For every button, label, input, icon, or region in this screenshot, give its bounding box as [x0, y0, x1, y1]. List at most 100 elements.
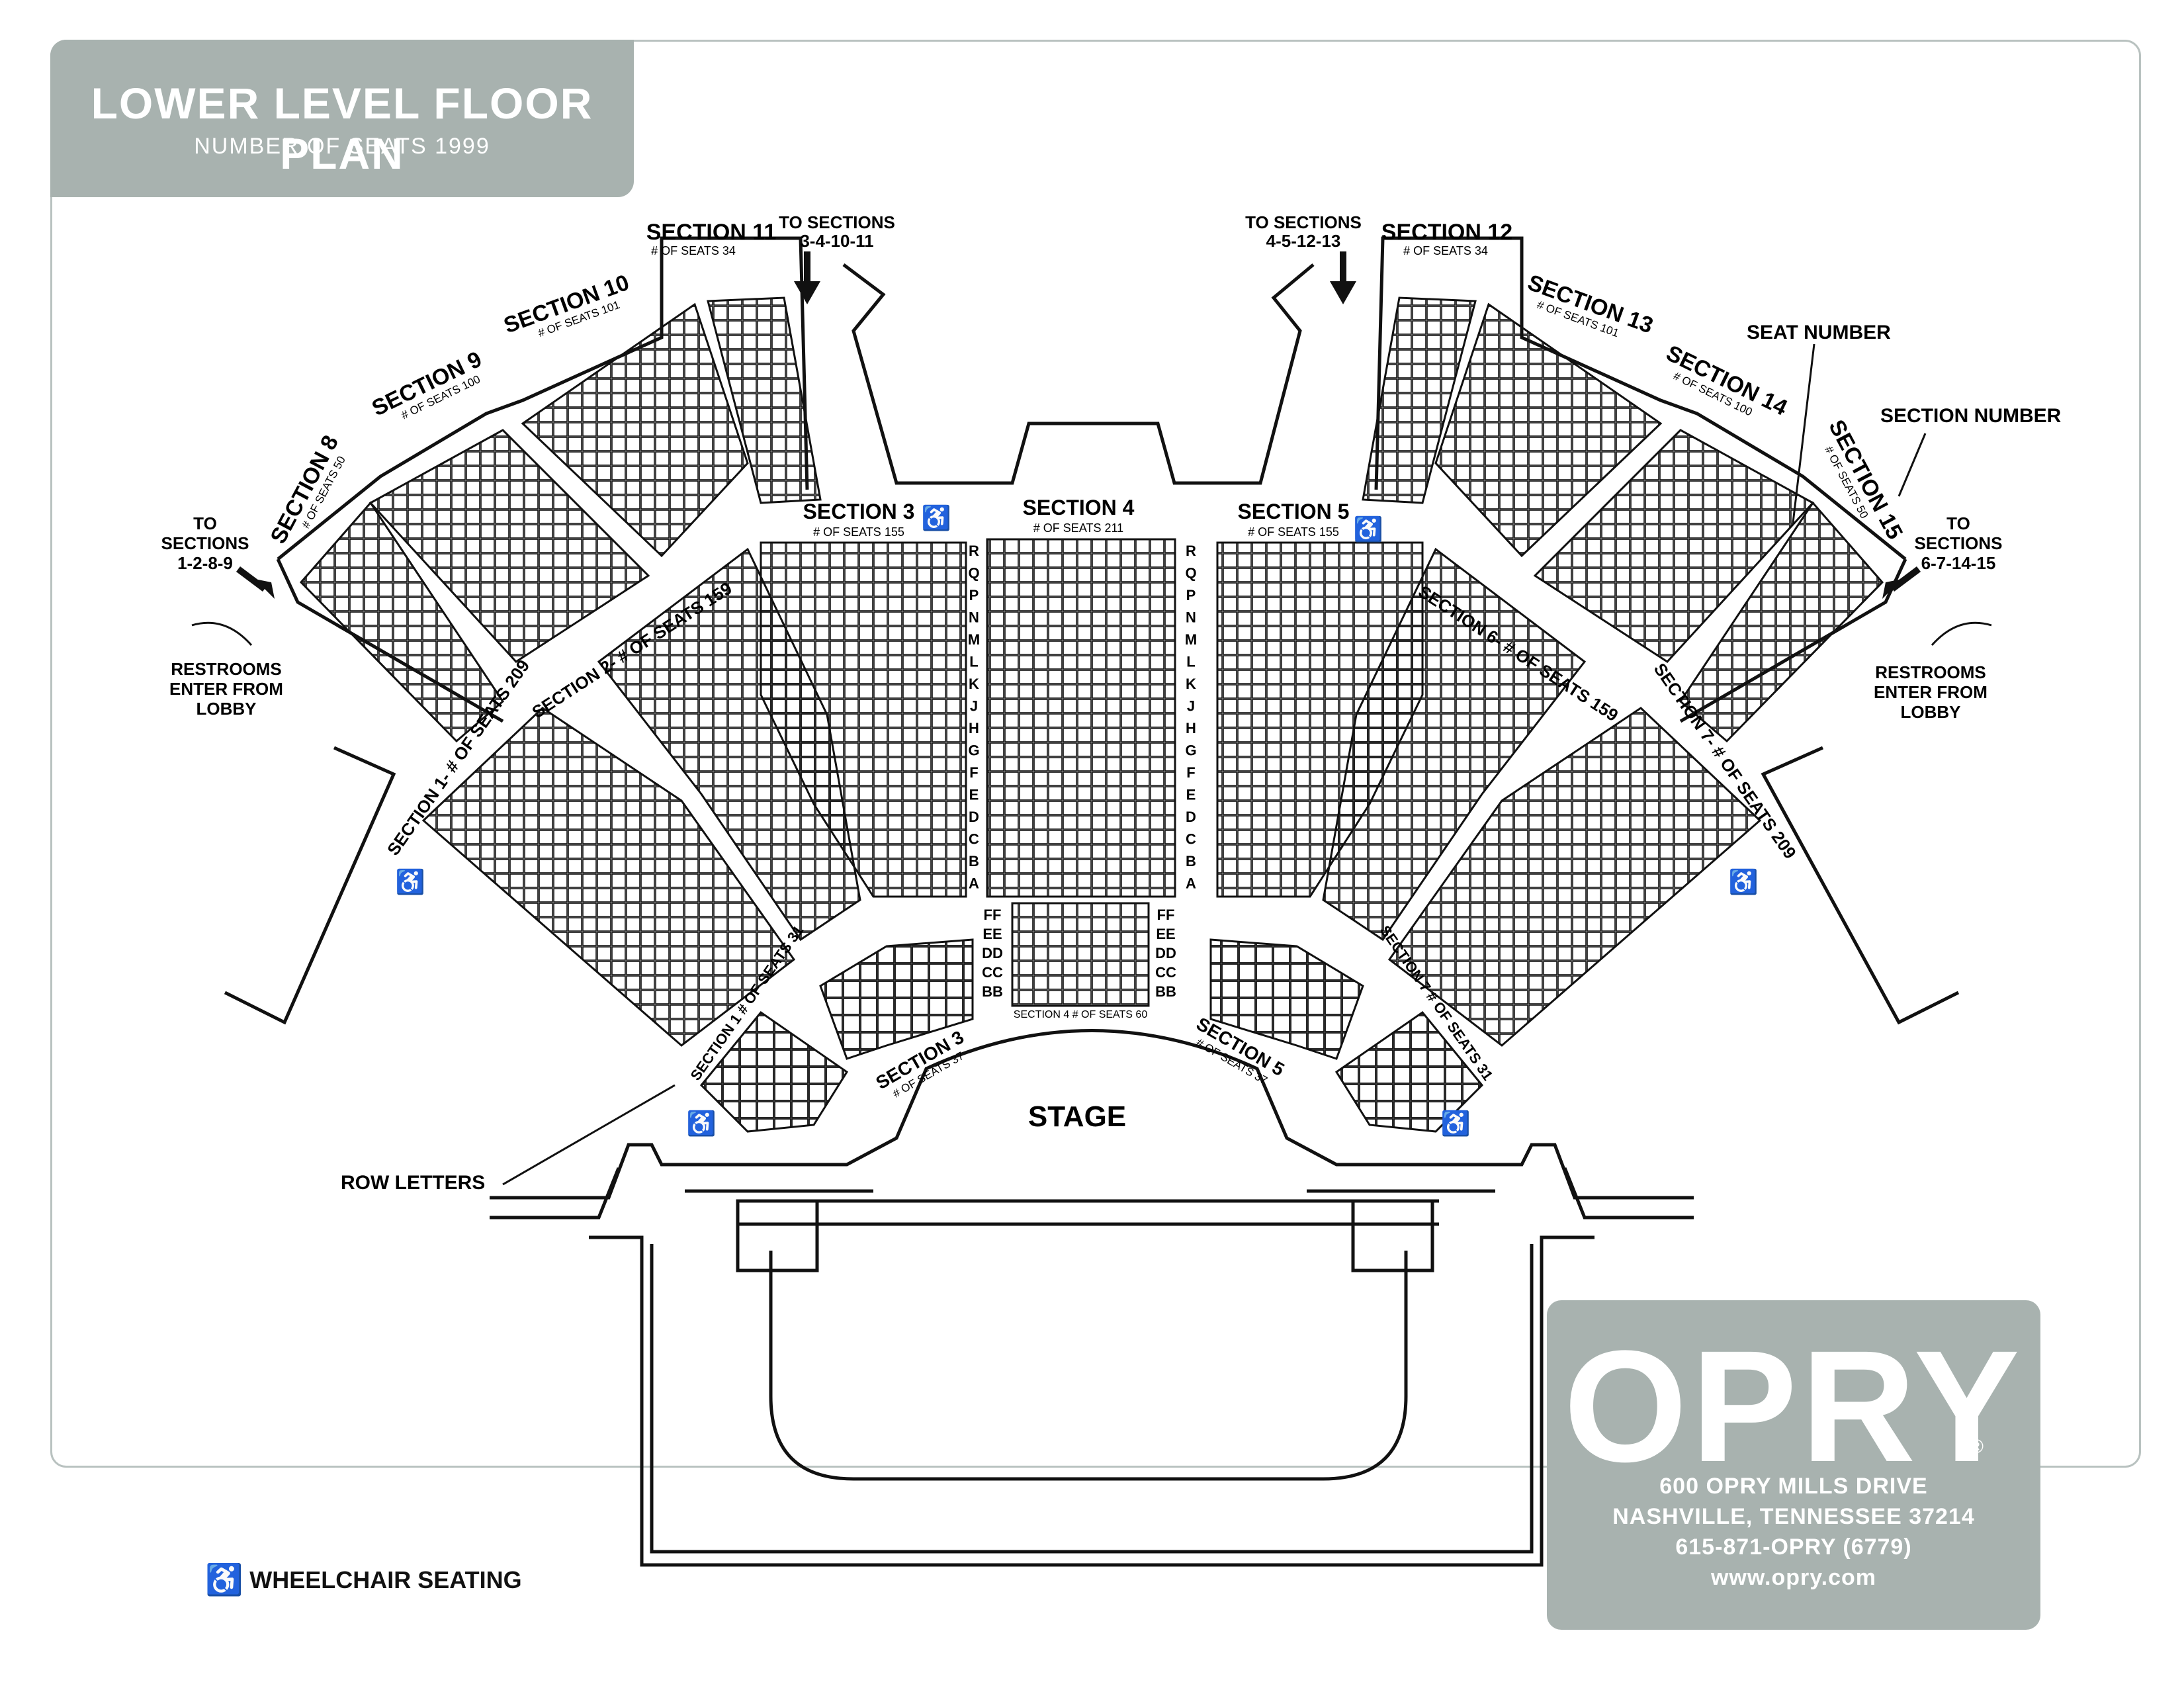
- section-7-seats: [1387, 707, 1762, 1047]
- section-11-name: SECTION 11: [646, 220, 777, 245]
- section-11-seats: # OF SEATS 34: [651, 244, 736, 257]
- section-3-front-seats: [819, 938, 974, 1060]
- wheelchair-icon: ♿: [687, 1110, 717, 1137]
- front-row-letter-right-cc: CC: [1155, 964, 1176, 981]
- restrooms-right-line2: ENTER FROM: [1874, 682, 1987, 702]
- to-sections-1-2-8-9-line3: 1-2-8-9: [177, 553, 233, 573]
- row-letter-left-b: B: [969, 853, 979, 869]
- restrooms-left-line1: RESTROOMS: [171, 659, 282, 679]
- section-3-seats: # OF SEATS 155: [813, 525, 904, 539]
- section-5-seats: # OF SEATS 155: [1248, 525, 1339, 539]
- front-row-letter-right-bb: BB: [1155, 983, 1176, 1000]
- row-letter-left-d: D: [969, 809, 979, 825]
- row-letter-right-a: A: [1186, 875, 1196, 892]
- row-letter-left-k: K: [969, 676, 979, 692]
- section-12-seats: [1362, 296, 1477, 504]
- row-letter-right-g: G: [1185, 742, 1196, 759]
- to-sections-3-4-10-11-line1: TO SECTIONS: [779, 212, 895, 232]
- wheelchair-icons: ♿ ♿ ♿ ♿ ♿ ♿: [396, 504, 1759, 1137]
- front-row-letter-left-ff: FF: [984, 907, 1002, 923]
- registered-mark: ®: [1968, 1436, 1984, 1458]
- row-letter-left-e: E: [969, 787, 979, 803]
- building-walls: [224, 236, 1960, 1567]
- front-row-letter-right-ee: EE: [1156, 926, 1175, 942]
- wheelchair-icon: ♿: [1729, 868, 1759, 895]
- to-sections-1-2-8-9-line1: TO: [193, 513, 217, 533]
- row-letter-left-j: J: [970, 698, 978, 715]
- page-subtitle: NUMBER OF SEATS 1999: [194, 134, 490, 159]
- row-letter-right-b: B: [1186, 853, 1196, 869]
- row-letter-right-f: F: [1186, 764, 1195, 781]
- front-row-letter-left-ee: EE: [983, 926, 1002, 942]
- section-4-seats: # OF SEATS 211: [1033, 521, 1123, 535]
- row-letter-right-j: J: [1187, 698, 1195, 715]
- front-row-letter-left-cc: CC: [982, 964, 1003, 981]
- row-letters-callout: ROW LETTERS: [341, 1172, 485, 1194]
- row-letter-left-f: F: [969, 764, 978, 781]
- section-1-front-seats: [699, 1010, 849, 1133]
- section-8-seats: [299, 501, 504, 743]
- front-row-letter-right-dd: DD: [1155, 945, 1176, 961]
- section-4-front-label: SECTION 4 # OF SEATS 60: [1014, 1009, 1148, 1020]
- to-sections-4-5-12-13-line2: 4-5-12-13: [1266, 231, 1341, 251]
- wheelchair-icon: ♿: [1354, 515, 1383, 543]
- row-letter-left-a: A: [969, 875, 979, 892]
- legend-wheelchair-label: WHEELCHAIR SEATING: [249, 1566, 522, 1593]
- callouts: ROW LETTERS SEAT NUMBER SECTION NUMBER: [341, 322, 2062, 1194]
- front-row-letter-left-dd: DD: [982, 945, 1003, 961]
- section-4-front-seats: [1011, 902, 1150, 1007]
- row-letter-left-p: P: [969, 587, 979, 603]
- to-sections-4-5-12-13-line1: TO SECTIONS: [1245, 212, 1362, 232]
- section-14-seats: [1533, 429, 1815, 663]
- wheelchair-icon: ♿: [1441, 1110, 1471, 1137]
- wheelchair-icon: ♿: [922, 504, 951, 531]
- brand-website[interactable]: www.opry.com: [1710, 1565, 1877, 1590]
- row-letter-left-h: H: [969, 720, 979, 736]
- restrooms-right-line3: LOBBY: [1901, 702, 1961, 722]
- row-letter-left-g: G: [968, 742, 979, 759]
- section-15-seats: [1679, 501, 1884, 743]
- legend: ♿ WHEELCHAIR SEATING: [205, 1562, 522, 1598]
- section-3-name: SECTION 3: [803, 500, 915, 523]
- restrooms-left-line2: ENTER FROM: [169, 679, 283, 699]
- to-sections-3-4-10-11-line2: 3-4-10-11: [800, 231, 873, 251]
- row-letter-right-d: D: [1186, 809, 1196, 825]
- to-sections-6-7-14-15-line2: SECTIONS: [1915, 533, 2003, 553]
- page-title: LOWER LEVEL FLOOR PLAN: [91, 79, 593, 178]
- title-panel: LOWER LEVEL FLOOR PLAN NUMBER OF SEATS 1…: [50, 40, 634, 197]
- row-letter-right-h: H: [1186, 720, 1196, 736]
- brand-panel: OPRY ® 600 OPRY MILLS DRIVE NASHVILLE, T…: [1547, 1300, 2040, 1630]
- row-letter-left-l: L: [969, 654, 978, 670]
- section-2-seats: [597, 547, 861, 942]
- stage-label: STAGE: [1028, 1100, 1126, 1133]
- section-4-seats: [986, 538, 1176, 898]
- page-frame: [50, 40, 2141, 1468]
- section-1-seats: [421, 707, 796, 1047]
- row-letter-right-m: M: [1185, 631, 1197, 648]
- front-row-letter-right-ff: FF: [1157, 907, 1175, 923]
- row-letter-left-c: C: [969, 831, 979, 848]
- row-letter-right-r: R: [1186, 543, 1196, 559]
- section-12-name: SECTION 12: [1381, 220, 1512, 245]
- row-letter-right-n: N: [1186, 609, 1196, 626]
- brand-address-2: NASHVILLE, TENNESSEE 37214: [1612, 1504, 1975, 1529]
- row-letter-left-m: M: [968, 631, 980, 648]
- restrooms-left-line3: LOBBY: [197, 699, 257, 719]
- to-sections-6-7-14-15-line1: TO: [1946, 513, 1970, 533]
- section-6-seats: [1322, 547, 1587, 942]
- row-letter-right-c: C: [1186, 831, 1196, 848]
- direction-arrows: [236, 251, 1921, 599]
- section-5-name: SECTION 5: [1238, 500, 1350, 523]
- row-letter-left-r: R: [969, 543, 979, 559]
- row-letter-right-q: Q: [1185, 565, 1196, 582]
- row-letter-left-q: Q: [968, 565, 979, 582]
- row-letter-right-l: L: [1186, 654, 1195, 670]
- row-letter-right-k: K: [1186, 676, 1196, 692]
- row-letter-left-n: N: [969, 609, 979, 626]
- brand-address-1: 600 OPRY MILLS DRIVE: [1659, 1474, 1928, 1499]
- section-13-seats: [1434, 302, 1663, 558]
- section-12-seats: # OF SEATS 34: [1403, 244, 1488, 257]
- opry-logo: OPRY: [1563, 1317, 2024, 1495]
- restrooms-right-line1: RESTROOMS: [1875, 662, 1986, 682]
